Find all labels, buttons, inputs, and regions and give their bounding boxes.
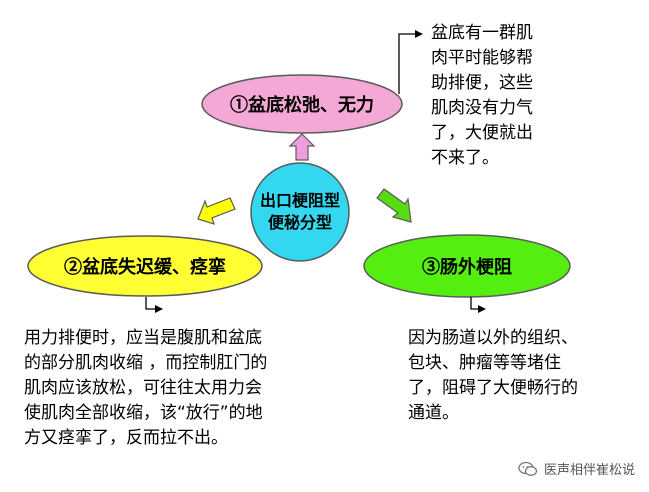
top-note-line: 肉平时能够帮 bbox=[431, 48, 533, 68]
top-note-line: 助排便，这些 bbox=[431, 73, 533, 93]
right-node-label: ③肠外梗阻 bbox=[422, 257, 512, 278]
left-node-label: ②盆底失迟缓、痉挛 bbox=[64, 257, 226, 278]
arrow-left bbox=[197, 197, 236, 225]
top-note-line: 不来了。 bbox=[431, 148, 499, 168]
left-note: 用力排便时，应当是腹肌和盆底 的部分肌肉收缩 ，而控制肛门的 肌肉应该放松，可往… bbox=[24, 326, 364, 451]
arrow-up bbox=[288, 133, 316, 161]
arrow-right bbox=[376, 188, 412, 223]
left-note-line: 使肌肉全部收缩，该“放行”的地 bbox=[24, 403, 263, 423]
left-node-ellipse bbox=[27, 235, 263, 297]
right-note-line: 因为肠道以外的组织、 bbox=[408, 328, 578, 348]
right-note-line: 了，阻碍了大便畅行的 bbox=[408, 378, 578, 398]
left-note-line: 方又痉挛了，反而拉不出。 bbox=[24, 428, 228, 448]
watermark: 医声相伴崔松说 bbox=[518, 459, 635, 478]
center-circle bbox=[250, 162, 350, 262]
top-note: 盆底有一群肌 肉平时能够帮 助排便，这些 肌肉没有力气 了，大便就出 不来了。 bbox=[431, 21, 591, 171]
left-note-line: 的部分肌肉收缩 ，而控制肛门的 bbox=[24, 353, 268, 373]
left-note-line: 肌肉应该放松，可往往太用力会 bbox=[24, 378, 262, 398]
top-note-line: 盆底有一群肌 bbox=[431, 23, 533, 43]
right-note-line: 通道。 bbox=[408, 403, 459, 423]
connector-left-head bbox=[155, 305, 163, 313]
center-label-line1: 出口梗阻型 bbox=[259, 191, 340, 210]
center-label: 出口梗阻型 便秘分型 bbox=[251, 186, 349, 238]
top-node-ellipse bbox=[201, 74, 403, 134]
right-node-ellipse bbox=[363, 234, 571, 298]
top-note-line: 肌肉没有力气 bbox=[431, 98, 533, 118]
watermark-text: 医声相伴崔松说 bbox=[543, 463, 635, 478]
wechat-icon bbox=[518, 461, 538, 476]
connector-right-head bbox=[478, 305, 486, 313]
connector-top-head bbox=[415, 30, 423, 38]
left-note-line: 用力排便时，应当是腹肌和盆底 bbox=[24, 328, 262, 348]
right-note-line: 包块、肿瘤等等堵住 bbox=[408, 353, 561, 373]
center-label-line2: 便秘分型 bbox=[267, 213, 332, 232]
top-node-label: ①盆底松弛、无力 bbox=[230, 95, 374, 116]
right-note: 因为肠道以外的组织、 包块、肿瘤等等堵住 了，阻碍了大便畅行的 通道。 bbox=[408, 326, 638, 426]
connector-top bbox=[398, 33, 420, 94]
top-note-line: 了，大便就出 bbox=[431, 123, 533, 143]
